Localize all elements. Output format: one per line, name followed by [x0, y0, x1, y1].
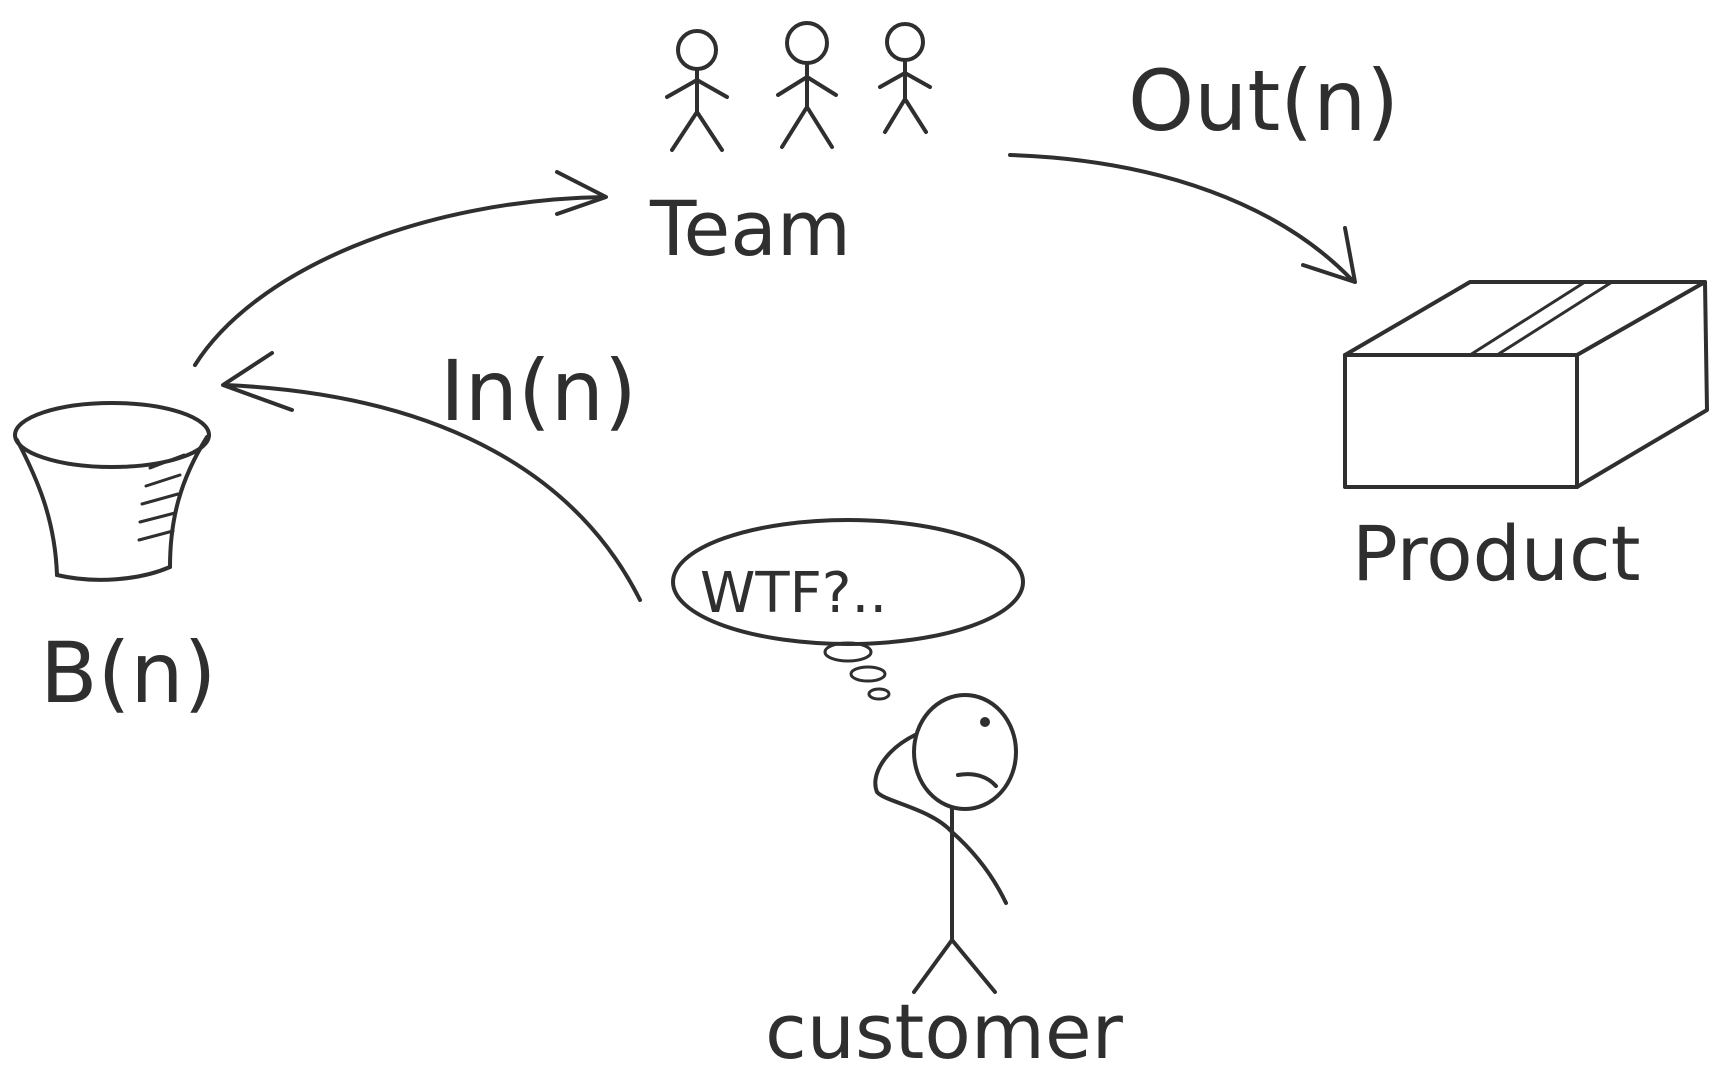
customer-label: customer — [765, 987, 1124, 1076]
to-team-arrow — [193, 170, 608, 367]
in-label: In(n) — [440, 342, 637, 440]
out-arrow — [1008, 153, 1357, 284]
team-figures — [665, 21, 932, 152]
in-arrow — [221, 351, 642, 602]
team-label: Team — [649, 184, 851, 273]
product-label: Product — [1352, 509, 1641, 598]
team-member-figure — [776, 21, 838, 149]
team-member-figure — [665, 29, 729, 152]
out-label: Out(n) — [1128, 52, 1399, 150]
customer-figure — [873, 693, 1018, 994]
product-box-icon — [1343, 280, 1709, 489]
eye-icon — [980, 717, 990, 727]
thought-bubble — [671, 518, 1025, 701]
backlog-label: B(n) — [40, 624, 216, 722]
backlog-bucket-icon — [13, 401, 211, 582]
thought-text: WTF?.. — [700, 561, 887, 626]
team-member-figure — [878, 22, 932, 134]
